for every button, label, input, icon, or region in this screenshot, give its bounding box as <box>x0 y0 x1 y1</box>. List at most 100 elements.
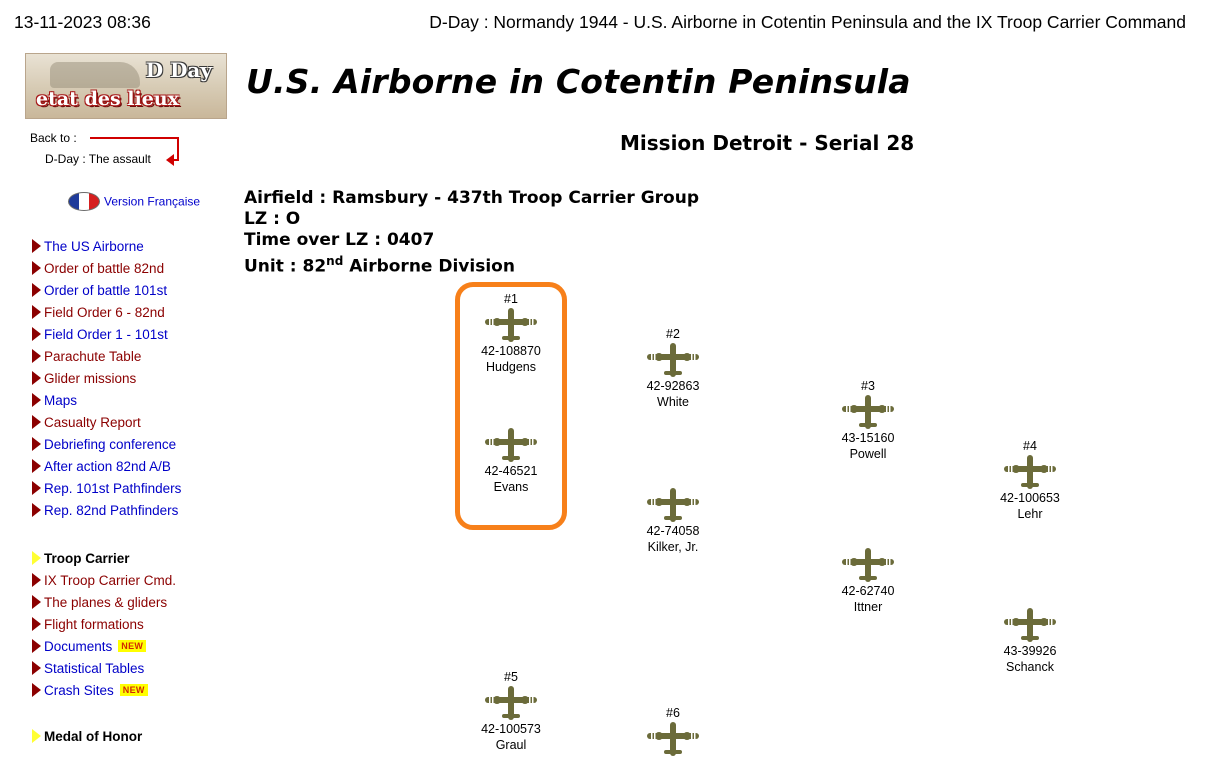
nav-item[interactable]: The US Airborne <box>32 238 144 258</box>
pilot-name: Ittner <box>853 600 883 614</box>
back-link[interactable]: D-Day : The assault <box>45 152 151 166</box>
nav-link[interactable]: Glider missions <box>44 370 137 386</box>
version-francaise[interactable]: Version Française <box>68 192 200 211</box>
c47-plane-icon <box>647 488 699 522</box>
print-title: D-Day : Normandy 1944 - U.S. Airborne in… <box>429 12 1186 32</box>
triangle-bullet-icon <box>32 283 41 298</box>
pilot-name: Powell <box>849 447 887 461</box>
nav-link[interactable]: Order of battle 101st <box>44 282 168 298</box>
nav-link[interactable]: Documents <box>44 638 113 654</box>
pilot-name: Lehr <box>1017 507 1043 521</box>
print-datetime: 13-11-2023 08:36 <box>14 12 151 32</box>
site-logo[interactable]: D Day etat des lieux <box>25 53 227 119</box>
tail-number: 42-92863 <box>646 379 700 393</box>
c47-plane-icon <box>842 395 894 429</box>
nav-link[interactable]: Rep. 82nd Pathfinders <box>44 502 179 518</box>
triangle-bullet-icon <box>32 683 41 698</box>
nav-item[interactable]: IX Troop Carrier Cmd. <box>32 572 176 592</box>
nav-link[interactable]: Flight formations <box>44 616 144 632</box>
nav-item[interactable]: Glider missions <box>32 370 136 390</box>
nav-item[interactable]: Field Order 1 - 101st <box>32 326 168 346</box>
nav-item[interactable]: Rep. 101st Pathfinders <box>32 480 181 500</box>
nav-item[interactable]: Order of battle 101st <box>32 282 167 302</box>
nav-item[interactable]: The planes & gliders <box>32 594 167 614</box>
nav-link[interactable]: The US Airborne <box>44 238 144 254</box>
logo-line2: etat des lieux <box>36 88 179 110</box>
nav-link[interactable]: Field Order 1 - 101st <box>44 326 168 342</box>
pilot-name: White <box>657 395 689 409</box>
nav-link[interactable]: Parachute Table <box>44 348 142 364</box>
nav-item[interactable]: Field Order 6 - 82nd <box>32 304 165 324</box>
nav-item[interactable]: Maps <box>32 392 77 412</box>
logo-cannon-graphic <box>50 62 140 88</box>
nav-item[interactable]: Statistical Tables <box>32 660 144 680</box>
nav-item[interactable]: After action 82nd A/B <box>32 458 171 478</box>
nav-item[interactable]: Rep. 82nd Pathfinders <box>32 502 178 522</box>
triangle-bullet-icon <box>32 617 41 632</box>
nav-link[interactable]: Order of battle 82nd <box>44 260 165 276</box>
tail-number: 42-100653 <box>1000 491 1060 505</box>
french-flag-icon <box>68 192 100 211</box>
nav-heading-troop-carrier: Troop Carrier <box>32 550 130 570</box>
airfield-line: Airfield : Ramsbury - 437th Troop Carrie… <box>244 188 700 208</box>
unit-prefix: Unit : 82 <box>244 256 327 277</box>
c47-plane-icon <box>1004 608 1056 642</box>
plane-number <box>618 471 728 487</box>
nav-item[interactable]: Casualty Report <box>32 414 141 434</box>
triangle-bullet-icon <box>32 393 41 408</box>
triangle-bullet-icon <box>32 349 41 364</box>
lz-line: LZ : O <box>244 209 301 229</box>
plane-entry[interactable]: #4 42-100653 Lehr <box>975 438 1085 522</box>
triangle-bullet-icon <box>32 459 41 474</box>
plane-entry[interactable]: #3 43-15160 Powell <box>813 378 923 462</box>
nav-heading-label: Medal of Honor <box>44 728 143 744</box>
c47-plane-icon <box>1004 455 1056 489</box>
tail-number: 43-15160 <box>841 431 895 445</box>
plane-entry[interactable]: 42-46521 Evans <box>456 411 566 495</box>
plane-entry[interactable]: #2 42-92863 White <box>618 326 728 410</box>
triangle-bullet-icon <box>32 305 41 320</box>
nav-link[interactable]: Casualty Report <box>44 414 141 430</box>
pilot-name: Evans <box>493 480 529 494</box>
plane-number <box>975 591 1085 607</box>
version-link[interactable]: Version Française <box>104 194 201 209</box>
nav-heading-medal-of-honor: Medal of Honor <box>32 728 142 748</box>
plane-entry[interactable]: 42-62740 Ittner <box>813 531 923 615</box>
nav-item[interactable]: Debriefing conference <box>32 436 176 456</box>
nav-link[interactable]: Maps <box>44 392 78 408</box>
nav-link[interactable]: IX Troop Carrier Cmd. <box>44 572 177 588</box>
nav-link[interactable]: After action 82nd A/B <box>44 458 171 474</box>
plane-entry[interactable]: #1 42-108870 Hudgens <box>456 291 566 375</box>
nav-item[interactable]: Parachute Table <box>32 348 141 368</box>
nav-item[interactable]: Order of battle 82nd <box>32 260 164 280</box>
c47-plane-icon <box>647 722 699 756</box>
nav-link[interactable]: Crash Sites <box>44 682 114 698</box>
c47-plane-icon <box>485 308 537 342</box>
plane-entry[interactable]: 43-39926 Schanck <box>975 591 1085 675</box>
plane-entry[interactable]: #5 42-100573 Graul <box>456 669 566 753</box>
triangle-bullet-icon <box>32 661 41 676</box>
plane-entry[interactable]: 42-74058 Kilker, Jr. <box>618 471 728 555</box>
mission-title: Mission Detroit - Serial 28 <box>620 131 915 155</box>
unit-suffix: Airborne Division <box>343 256 515 277</box>
pilot-name: Kilker, Jr. <box>647 540 699 554</box>
plane-number: #2 <box>666 327 680 341</box>
plane-entry[interactable]: #6 <box>618 705 728 757</box>
back-block: Back to : D-Day : The assault <box>30 130 190 170</box>
nav-item[interactable]: Flight formations <box>32 616 144 636</box>
nav-link[interactable]: Statistical Tables <box>44 660 145 676</box>
nav-link[interactable]: Rep. 101st Pathfinders <box>44 480 182 496</box>
nav-link[interactable]: The planes & gliders <box>44 594 168 610</box>
c47-plane-icon <box>647 343 699 377</box>
triangle-bullet-icon <box>32 503 41 518</box>
nav-link[interactable]: Field Order 6 - 82nd <box>44 304 165 320</box>
plane-number <box>456 411 566 427</box>
tail-number: 42-74058 <box>646 524 700 538</box>
plane-number: #1 <box>504 292 518 306</box>
page-title: U.S. Airborne in Cotentin Peninsula <box>246 62 911 101</box>
triangle-bullet-icon <box>32 371 41 386</box>
nav-link[interactable]: Debriefing conference <box>44 436 177 452</box>
triangle-bullet-icon <box>32 481 41 496</box>
